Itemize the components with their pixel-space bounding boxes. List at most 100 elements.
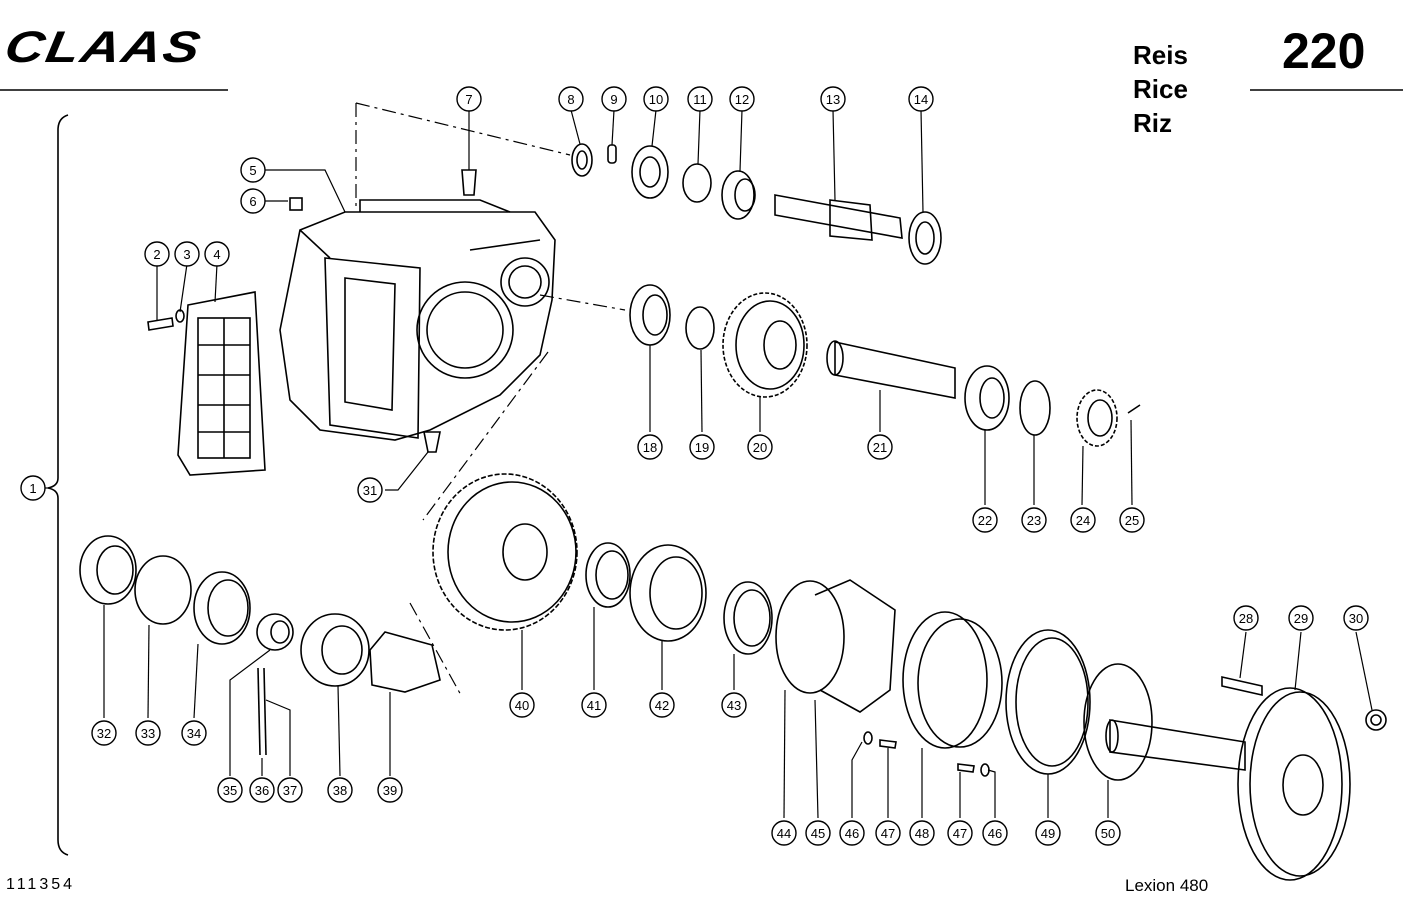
callout-25: 25 <box>1119 507 1145 533</box>
callout-circle <box>135 720 161 746</box>
callout-number: 10 <box>649 92 663 107</box>
callout-number: 30 <box>1349 611 1363 626</box>
callout-number: 45 <box>811 826 825 841</box>
callout-18: 18 <box>637 434 663 460</box>
callout-46: 46 <box>839 820 865 846</box>
callout-1: 1 <box>20 475 46 501</box>
cover-plate <box>177 291 266 476</box>
callout-circle <box>217 777 243 803</box>
callout-number: 13 <box>826 92 840 107</box>
callout-30: 30 <box>1343 605 1369 631</box>
lower-left-parts <box>79 535 441 756</box>
callout-number: 40 <box>515 698 529 713</box>
callout-circle <box>181 720 207 746</box>
callout-47: 47 <box>875 820 901 846</box>
callout-31: 31 <box>357 477 383 503</box>
callout-number: 33 <box>141 726 155 741</box>
alignment-lines <box>355 102 626 698</box>
callout-44: 44 <box>771 820 797 846</box>
callout-43: 43 <box>721 692 747 718</box>
callout-circle <box>909 820 935 846</box>
callout-38: 38 <box>327 777 353 803</box>
callout-number: 20 <box>753 440 767 455</box>
callout-circle <box>249 777 275 803</box>
callout-circle <box>1035 820 1061 846</box>
callout-circle <box>357 477 383 503</box>
callout-circle <box>729 86 755 112</box>
callout-39: 39 <box>377 777 403 803</box>
callout-circle <box>1119 507 1145 533</box>
callout-circle <box>637 434 663 460</box>
callout-2: 2 <box>144 241 170 267</box>
callout-33: 33 <box>135 720 161 746</box>
callout-number: 41 <box>587 698 601 713</box>
center-gear-parts <box>432 473 773 655</box>
callout-4: 4 <box>204 241 230 267</box>
callout-12: 12 <box>729 86 755 112</box>
callout-circle <box>1021 507 1047 533</box>
callout-circle <box>982 820 1008 846</box>
callout-19: 19 <box>689 434 715 460</box>
callout-circle <box>805 820 831 846</box>
callout-circle <box>144 241 170 267</box>
callout-circle <box>174 241 200 267</box>
callout-circle <box>601 86 627 112</box>
callout-circle <box>947 820 973 846</box>
callout-number: 37 <box>283 783 297 798</box>
callout-circle <box>558 86 584 112</box>
callout-6: 6 <box>240 188 266 214</box>
language-label-dutch: Reis <box>1133 40 1188 70</box>
callout-circle <box>327 777 353 803</box>
callout-number: 2 <box>153 247 160 262</box>
callout-10: 10 <box>643 86 669 112</box>
callout-48: 48 <box>909 820 935 846</box>
callout-circle <box>91 720 117 746</box>
leader-lines <box>38 109 1373 819</box>
callout-number: 32 <box>97 726 111 741</box>
callout-circle <box>643 86 669 112</box>
callout-number: 42 <box>655 698 669 713</box>
gearbox-housing <box>279 199 556 441</box>
callout-number: 21 <box>873 440 887 455</box>
callout-circle <box>1095 820 1121 846</box>
callout-circle <box>204 241 230 267</box>
callout-7: 7 <box>456 86 482 112</box>
callout-circle <box>721 692 747 718</box>
callout-42: 42 <box>649 692 675 718</box>
callout-circle <box>240 188 266 214</box>
callout-number: 12 <box>735 92 749 107</box>
callout-number: 49 <box>1041 826 1055 841</box>
callout-number: 38 <box>333 783 347 798</box>
callout-50: 50 <box>1095 820 1121 846</box>
callout-circle <box>581 692 607 718</box>
callout-circle <box>509 692 535 718</box>
callout-3: 3 <box>174 241 200 267</box>
callout-number: 47 <box>953 826 967 841</box>
callout-23: 23 <box>1021 507 1047 533</box>
callout-circle <box>456 86 482 112</box>
callout-number: 18 <box>643 440 657 455</box>
callout-circle <box>277 777 303 803</box>
callout-number: 9 <box>610 92 617 107</box>
callout-circle <box>747 434 773 460</box>
callout-circle <box>240 157 266 183</box>
middle-shaft-parts <box>629 284 1141 447</box>
callout-8: 8 <box>558 86 584 112</box>
page-number: 220 <box>1282 23 1366 79</box>
callout-49: 49 <box>1035 820 1061 846</box>
callout-9: 9 <box>601 86 627 112</box>
output-flange-shaft <box>1105 676 1387 881</box>
language-label-french: Riz <box>1133 108 1172 138</box>
callout-circle <box>689 434 715 460</box>
callout-20: 20 <box>747 434 773 460</box>
callout-number: 3 <box>183 247 190 262</box>
callout-number: 39 <box>383 783 397 798</box>
callout-number: 31 <box>363 483 377 498</box>
callout-21: 21 <box>867 434 893 460</box>
callout-circle <box>20 475 46 501</box>
callout-46: 46 <box>982 820 1008 846</box>
callout-number: 24 <box>1076 513 1090 528</box>
